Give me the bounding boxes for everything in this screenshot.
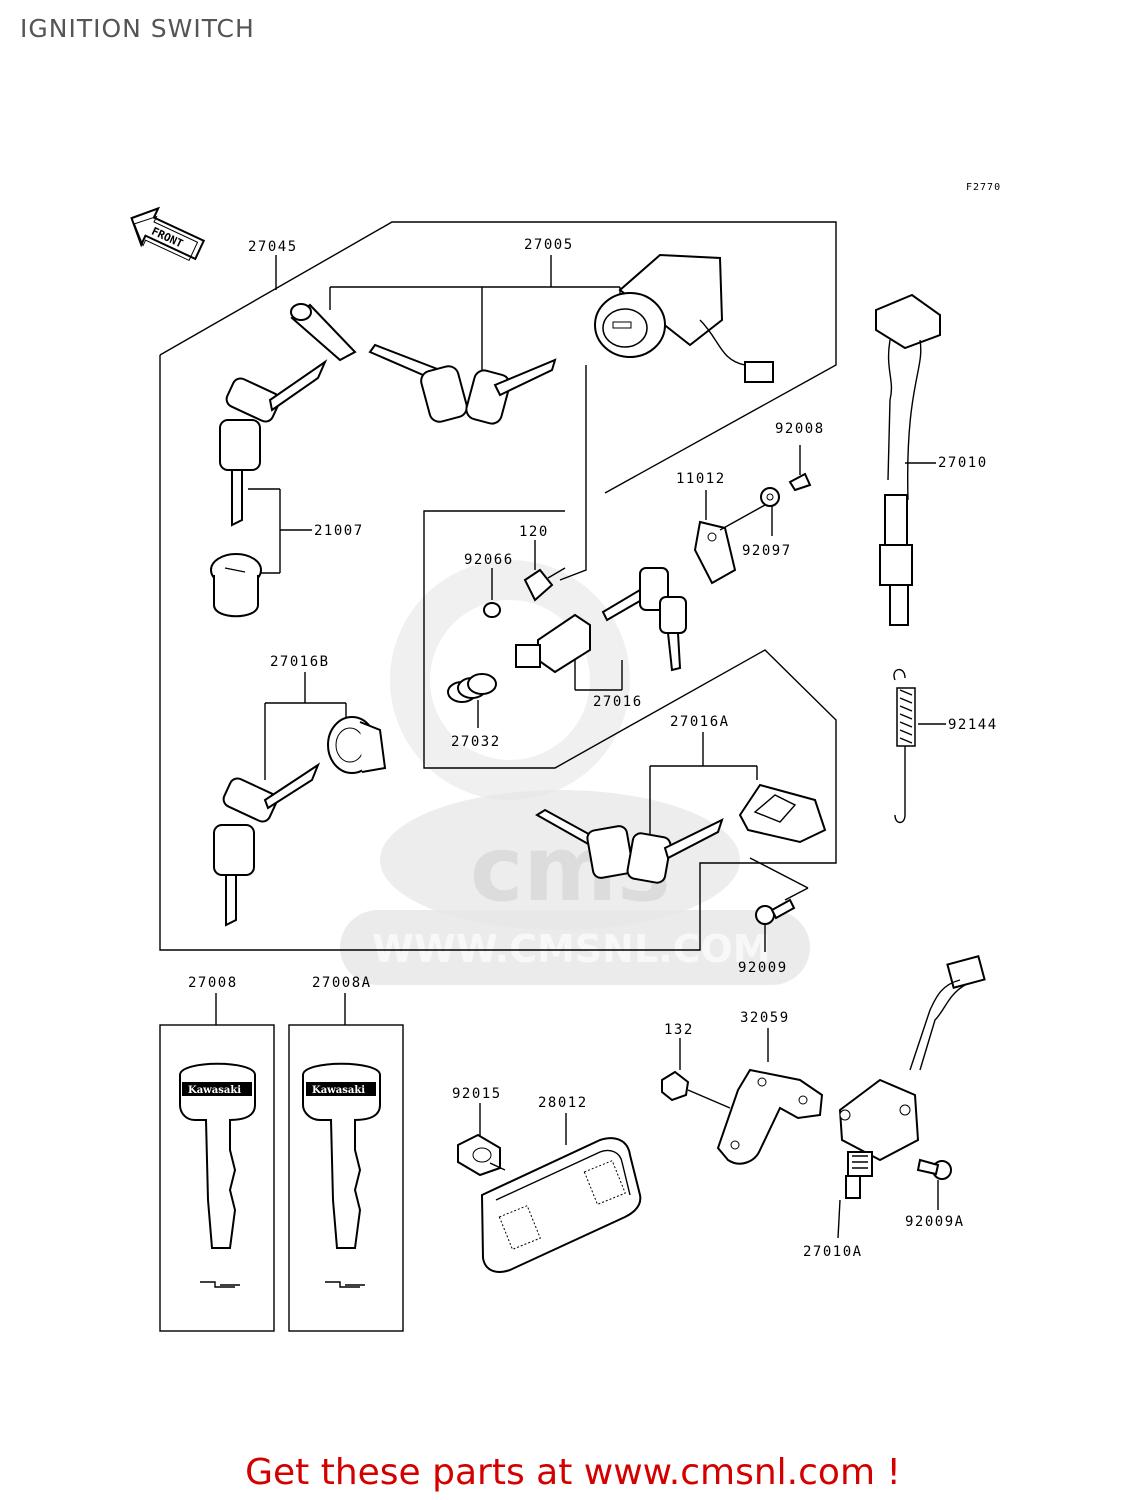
figure-code: F2770 xyxy=(966,182,1001,193)
key-blank-27008A: Kawasaki xyxy=(302,1062,381,1288)
lock-27016A xyxy=(738,783,827,844)
front-arrow-icon: FRONT xyxy=(130,206,206,262)
reflector-28012 xyxy=(480,1137,642,1273)
spring-27032 xyxy=(447,673,497,703)
key-pair-27016 xyxy=(601,567,687,672)
label-27032: 27032 xyxy=(451,734,501,750)
label-27008A: 27008A xyxy=(312,975,372,991)
label-27016A: 27016A xyxy=(670,714,730,730)
label-92097: 92097 xyxy=(742,543,792,559)
key-pair-27016B xyxy=(213,762,321,927)
label-132: 132 xyxy=(664,1022,694,1038)
label-28012: 28012 xyxy=(538,1095,588,1111)
label-27016: 27016 xyxy=(593,694,643,710)
label-92066: 92066 xyxy=(464,552,514,568)
label-32059: 32059 xyxy=(740,1010,790,1026)
switch-27010 xyxy=(875,293,941,626)
label-92015: 92015 xyxy=(452,1086,502,1102)
label-92009: 92009 xyxy=(738,960,788,976)
label-92008: 92008 xyxy=(775,421,825,437)
label-27010: 27010 xyxy=(938,455,988,471)
label-27010A: 27010A xyxy=(803,1244,863,1260)
key-card-27008 xyxy=(159,1024,275,1332)
bolt-132 xyxy=(661,1070,731,1109)
screw-92008 xyxy=(788,472,812,492)
screw-92009A xyxy=(916,1158,952,1180)
key-brand-27008: Kawasaki xyxy=(188,1085,241,1096)
label-11012: 11012 xyxy=(676,471,726,487)
key-pair-27005 xyxy=(368,343,557,425)
promo-link[interactable]: Get these parts at www.cmsnl.com ! xyxy=(245,1452,901,1493)
ignition-switch-body xyxy=(594,253,774,383)
lock-27016B xyxy=(327,716,387,774)
ring-92066 xyxy=(483,602,501,618)
screw-92009 xyxy=(755,898,796,925)
group-outline-27045 xyxy=(159,221,837,494)
bracket-32059 xyxy=(716,1068,824,1165)
label-27008: 27008 xyxy=(188,975,238,991)
label-92144: 92144 xyxy=(948,717,998,733)
watermark-text: WWW.CMSNL.COM xyxy=(372,927,771,971)
part-labels: 27045 27005 21007 27016B 92008 11012 920… xyxy=(188,237,998,1260)
key-pair-21007 xyxy=(219,359,328,527)
cylinder-27016 xyxy=(515,613,591,674)
key-pair-27016A xyxy=(535,808,724,884)
label-21007: 21007 xyxy=(314,523,364,539)
washer-92097 xyxy=(760,487,780,507)
pin-tube xyxy=(290,303,357,362)
key-blank-27008: Kawasaki xyxy=(179,1062,256,1288)
key-brand-27008A: Kawasaki xyxy=(312,1085,365,1096)
label-27016B: 27016B xyxy=(270,654,330,670)
label-120: 120 xyxy=(519,524,549,540)
switch-27010A xyxy=(838,955,986,1199)
bolt-120 xyxy=(523,567,566,602)
label-92009A: 92009A xyxy=(905,1214,965,1230)
spring-92144 xyxy=(893,668,916,824)
label-27005: 27005 xyxy=(524,237,574,253)
plate-11012 xyxy=(693,520,737,585)
key-card-27008A xyxy=(288,1024,404,1332)
page-title: IGNITION SWITCH xyxy=(20,14,255,43)
label-27045: 27045 xyxy=(248,239,298,255)
cap-21007 xyxy=(210,553,262,618)
nut-92015 xyxy=(457,1133,501,1177)
